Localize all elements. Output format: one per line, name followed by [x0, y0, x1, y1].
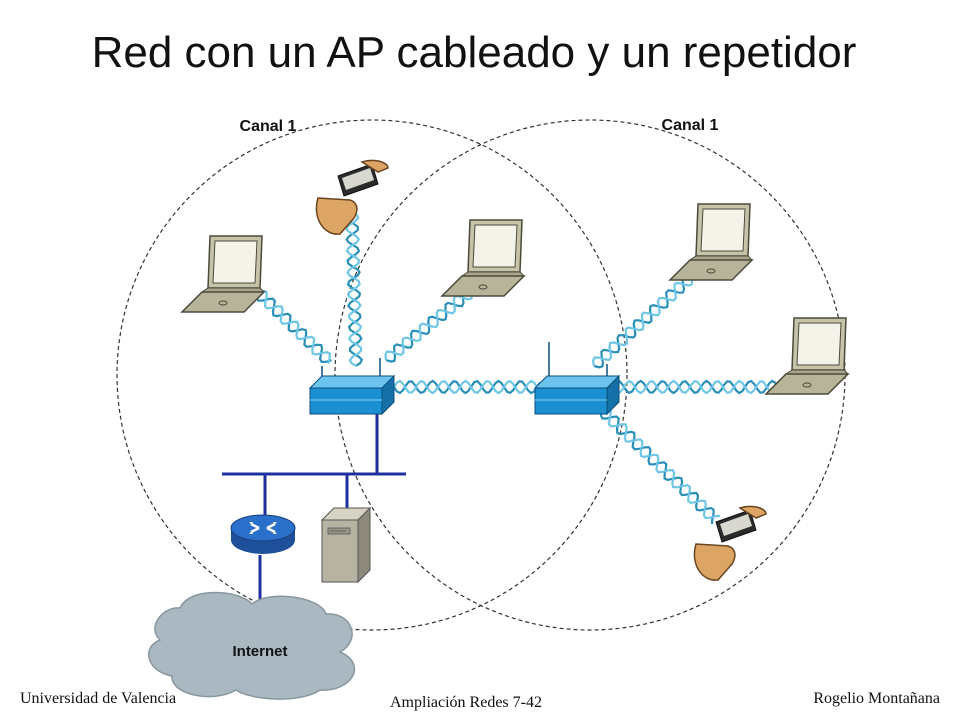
laptop-icon: [669, 203, 753, 281]
radio-link-icon: [384, 294, 474, 361]
radio-link-icon: [255, 291, 332, 364]
coverage-cell-right: [334, 119, 846, 631]
radio-link-icon: [385, 288, 469, 363]
radio-link-icon: [591, 280, 694, 367]
repeater-icon: [534, 342, 620, 415]
wired-lan: [222, 412, 406, 604]
laptop-icon: [441, 219, 525, 297]
radio-link-icon: [601, 379, 791, 395]
footer-course: Ampliación Redes 7-42: [390, 694, 542, 711]
slide-title: Red con un AP cableado y un repetidor: [91, 28, 857, 77]
radio-link-icon: [393, 379, 541, 395]
server-icon: [320, 506, 372, 584]
radio-link-icon: [393, 379, 541, 395]
laptop-icon: [181, 235, 265, 313]
cell-right-label: Canal 1: [662, 117, 719, 134]
cloud-label: Internet: [232, 643, 287, 660]
radio-link-icon: [601, 407, 721, 520]
cloud-icon: [148, 591, 356, 700]
radio-links: [255, 211, 791, 525]
radio-link-icon: [345, 211, 363, 367]
laptop-icon: [765, 317, 849, 395]
radio-link-icon: [601, 379, 791, 395]
router-icon: [230, 514, 296, 554]
footer-university: Universidad de Valencia: [20, 690, 177, 707]
radio-link-icon: [257, 289, 331, 364]
coverage-cell-left: [116, 119, 628, 631]
footer-author: Rogelio Montañana: [813, 690, 940, 707]
access-point-icon: [309, 358, 395, 415]
cell-left-label: Canal 1: [240, 118, 297, 135]
